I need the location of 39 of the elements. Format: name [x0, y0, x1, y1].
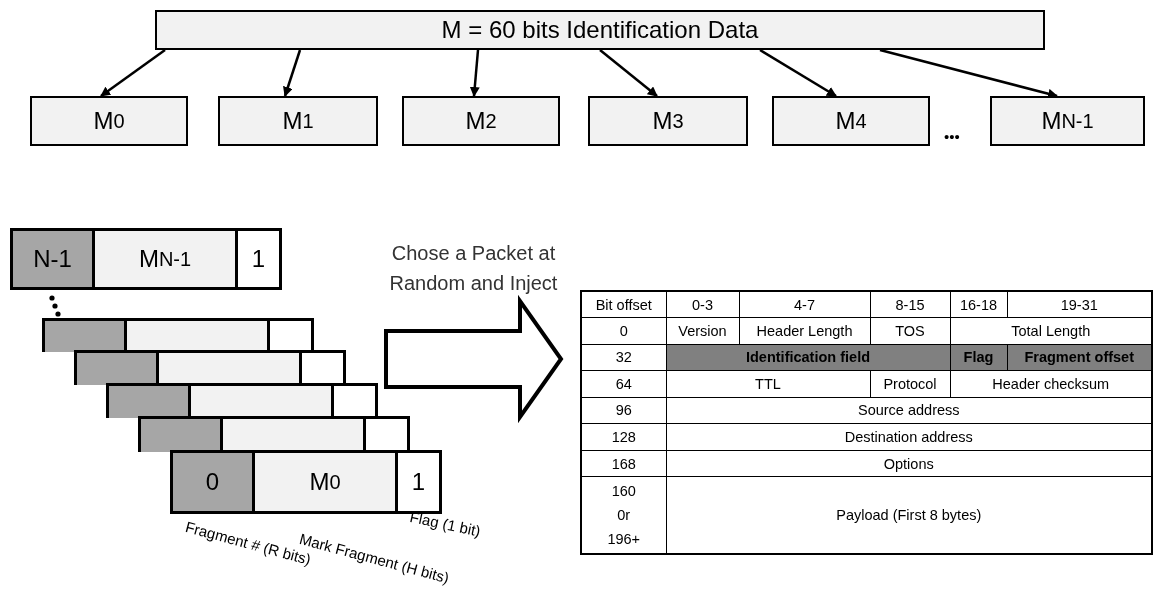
bit-offset: 32: [581, 344, 666, 371]
column-header: 4-7: [739, 291, 870, 318]
data-box: M = 60 bits Identification Data: [155, 10, 1045, 50]
fragment-card: [170, 450, 442, 514]
header-field: Header Length: [739, 317, 870, 345]
fragment-card: [138, 416, 410, 452]
packet-header-table: [580, 290, 1153, 555]
arrow: [100, 49, 166, 97]
fragment-card: [10, 228, 282, 290]
arrow: [469, 49, 480, 97]
arrow: [759, 48, 837, 98]
fragment-card: [74, 350, 346, 385]
header-field: TTL: [666, 370, 870, 398]
highlighted-field: Fragment offset: [1007, 344, 1152, 371]
bit-offset: 64: [581, 370, 666, 398]
flag-bit: 1: [410, 467, 427, 497]
bit-offset: 96: [581, 397, 666, 424]
fragment-number: 0: [204, 467, 221, 497]
arrow: [599, 49, 658, 97]
arrow: [283, 49, 302, 97]
column-header: Bit offset: [581, 291, 666, 318]
bit-offset: 128: [581, 423, 666, 451]
bit-offset: 168: [581, 450, 666, 477]
bit-offset: 0: [581, 317, 666, 345]
block-arrow: [384, 294, 564, 424]
header-field: TOS: [870, 317, 950, 345]
fragment-number: N-1: [32, 244, 73, 274]
fragment-card: [42, 318, 314, 352]
arrow: [879, 48, 1058, 99]
header-field: Protocol: [870, 370, 950, 398]
column-header: 16-18: [950, 291, 1007, 318]
flag-bit: 1: [250, 244, 267, 274]
column-header: 8-15: [870, 291, 950, 318]
header-field: Version: [666, 317, 739, 345]
ellipsis: •••: [944, 128, 960, 145]
fragment-card: [106, 383, 378, 418]
column-header: 0-3: [666, 291, 739, 318]
highlighted-field: Identification field: [666, 344, 950, 371]
edge-label: Chose a Packet at Random and Inject: [388, 241, 559, 296]
